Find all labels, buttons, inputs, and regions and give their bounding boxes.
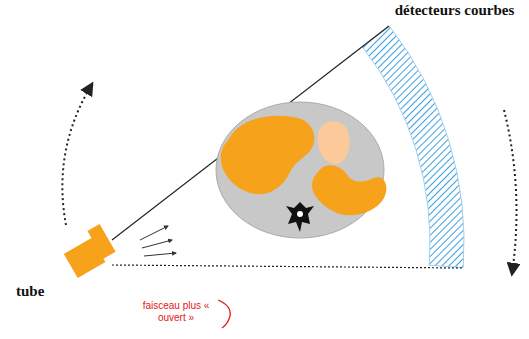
bracket <box>218 300 230 328</box>
beam-note: faisceau plus « ouvert » <box>136 300 216 323</box>
organ <box>318 121 350 164</box>
spinal-canal <box>297 211 303 217</box>
rotation-arrow <box>62 84 92 225</box>
stomach <box>312 165 386 215</box>
detector-label: détecteurs courbes <box>392 2 517 19</box>
vertebra <box>286 202 314 232</box>
body-section <box>216 102 384 238</box>
ray-arrows <box>140 226 176 256</box>
xray-tube <box>60 224 118 278</box>
beam-edge <box>112 26 389 240</box>
beam-edge <box>112 265 463 268</box>
tube-label: tube <box>16 283 76 300</box>
liver <box>221 116 314 194</box>
rotation-arrow <box>504 110 517 274</box>
